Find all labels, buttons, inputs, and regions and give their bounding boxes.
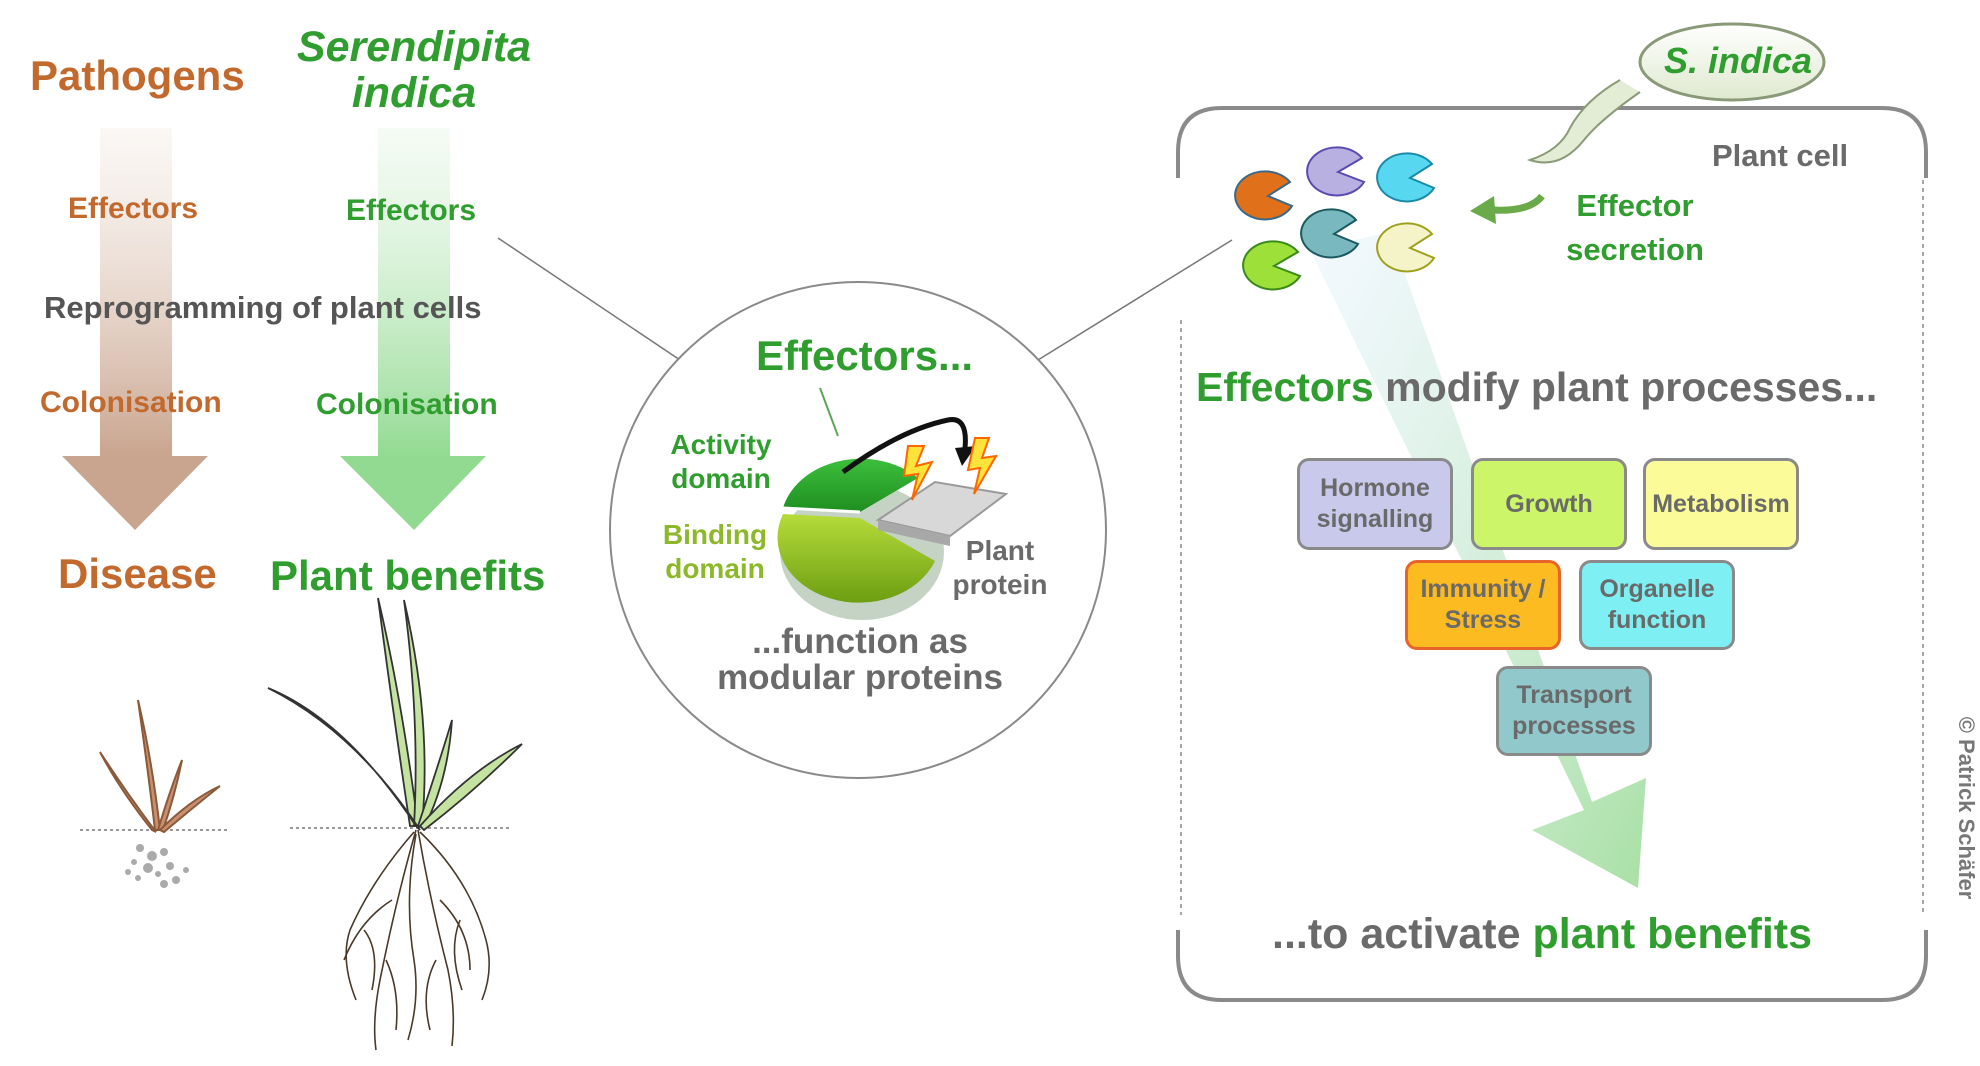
- effectors-heading: Effectors...: [756, 332, 974, 379]
- pathogens-title: Pathogens: [30, 52, 245, 99]
- plant-protein-label: Plant protein: [938, 534, 1062, 602]
- connector-line-right: [1037, 239, 1233, 361]
- effectors-modify-heading: Effectors modify plant processes...: [1196, 364, 1877, 411]
- modify-rest-text: modify plant processes...: [1373, 364, 1878, 410]
- process-box-line2: function: [1607, 606, 1707, 634]
- process-box-immunity: Immunity / Stress: [1405, 560, 1561, 650]
- sindica-bubble-label: S. indica: [1664, 40, 1813, 81]
- sindica-effectors-label: Effectors: [346, 194, 477, 227]
- effector-molecules: [1234, 146, 1436, 291]
- function-line1: ...function as: [752, 622, 968, 661]
- sindica-title: Serendipita indica: [286, 24, 542, 116]
- process-box-line1: Transport: [1516, 681, 1632, 709]
- process-box-line1: Hormone: [1320, 474, 1430, 502]
- sindica-title-line1: Serendipita: [296, 23, 532, 71]
- effector-pie-graphic: [777, 387, 1009, 620]
- sindica-arrow: [340, 128, 486, 530]
- process-box-transport: Transport processes: [1496, 666, 1652, 756]
- binding-domain-label: Binding domain: [652, 518, 778, 586]
- binding-domain-line2: domain: [665, 553, 765, 584]
- diseased-plant-illustration: [80, 699, 228, 888]
- process-box-line1: Metabolism: [1652, 489, 1790, 518]
- binding-domain-line1: Binding: [662, 519, 768, 550]
- process-box-organelle: Organelle function: [1579, 560, 1735, 650]
- process-box-line2: processes: [1512, 712, 1636, 740]
- plant-cell-label: Plant cell: [1712, 138, 1849, 173]
- reprogramming-label: Reprogramming of plant cells: [44, 290, 482, 325]
- activity-domain-line1: Activity: [670, 429, 772, 460]
- effector-secretion-line2: secretion: [1566, 232, 1704, 267]
- sindica-title-line2: indica: [351, 69, 477, 117]
- process-box-line1: Organelle: [1599, 575, 1715, 603]
- activity-domain-label: Activity domain: [658, 428, 784, 496]
- activate-benefits-heading: ...to activate plant benefits: [1272, 910, 1812, 959]
- activate-benefits-text: plant benefits: [1532, 910, 1813, 958]
- process-box-growth: Growth: [1471, 458, 1627, 550]
- activity-domain-line2: domain: [671, 463, 771, 494]
- process-box-line2: Stress: [1444, 606, 1522, 634]
- plant-benefits-label: Plant benefits: [270, 552, 546, 599]
- secretion-arrow: [1470, 193, 1545, 224]
- healthy-plant-illustration: [267, 597, 523, 1051]
- pathogen-arrow: [62, 128, 208, 530]
- effector-secretion-line1: Effector: [1576, 188, 1694, 223]
- process-box-metabolism: Metabolism: [1643, 458, 1799, 550]
- modify-effectors-word: Effectors: [1196, 364, 1374, 410]
- plant-cell-frame: [1176, 106, 1928, 1002]
- plant-protein-line2: protein: [952, 569, 1048, 600]
- process-box-line1: Growth: [1505, 489, 1593, 518]
- pathogen-colonisation-label: Colonisation: [40, 386, 222, 419]
- process-box-line2: signalling: [1316, 505, 1434, 533]
- activate-prefix-text: ...to activate: [1272, 910, 1533, 958]
- process-box-line1: Immunity /: [1420, 575, 1546, 603]
- pathogen-effectors-label: Effectors: [68, 192, 199, 225]
- process-box-hormone: Hormone signalling: [1297, 458, 1453, 550]
- function-line2: modular proteins: [717, 658, 1003, 697]
- function-as-modular-label: ...function as modular proteins: [668, 624, 1052, 696]
- sindica-colonisation-label: Colonisation: [316, 388, 498, 421]
- sindica-hypha: [1526, 22, 1826, 164]
- effector-secretion-label: Effector secretion: [1550, 184, 1720, 272]
- connector-line-left: [497, 237, 681, 361]
- copyright-label: © Patrick Schäfer: [1954, 716, 1979, 900]
- disease-label: Disease: [58, 550, 217, 597]
- plant-protein-line1: Plant: [965, 535, 1035, 566]
